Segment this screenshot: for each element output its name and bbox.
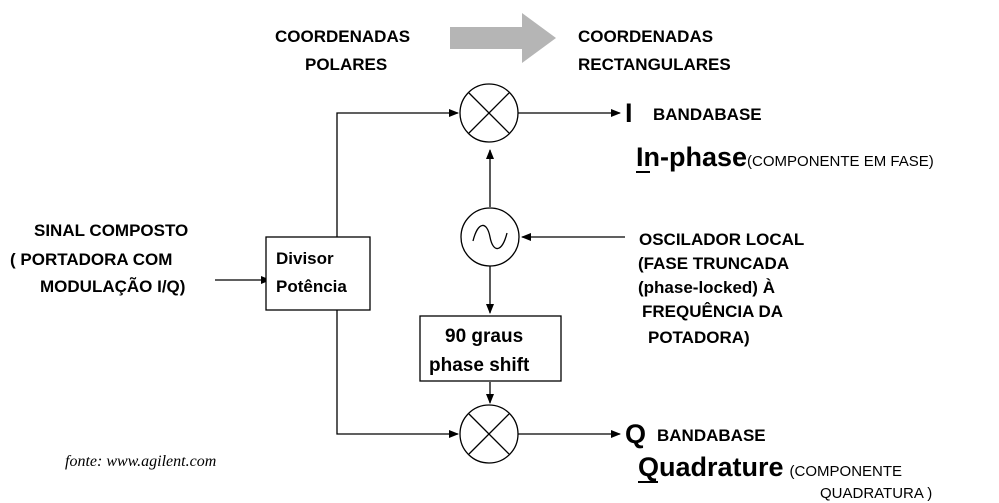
signal-wires xyxy=(215,109,625,438)
phase-shift-block xyxy=(419,315,562,382)
header-right-line1: COORDENADAS xyxy=(578,27,713,46)
oscillator-label-line2: (FASE TRUNCADA xyxy=(638,254,789,273)
i-output-big-text: In-phase xyxy=(636,142,747,172)
oscillator-label-line4: FREQUÊNCIA DA xyxy=(642,302,783,321)
local-oscillator-icon xyxy=(460,207,520,267)
header-right-line2: RECTANGULARES xyxy=(578,55,731,74)
conversion-arrow-icon xyxy=(450,13,556,63)
splitter-line1: Divisor xyxy=(276,249,334,268)
i-output-letter: I xyxy=(625,98,633,128)
header-left-line2: POLARES xyxy=(305,55,387,74)
input-label-line3: MODULAÇÃO I/Q) xyxy=(40,276,185,296)
oscillator-label-line5: POTADORA) xyxy=(648,328,750,347)
q-mixer-icon xyxy=(459,404,519,464)
input-label-line1: SINAL COMPOSTO xyxy=(34,221,188,240)
header-left-line1: COORDENADAS xyxy=(275,27,410,46)
i-mixer-icon xyxy=(459,83,519,143)
q-output-label: BANDABASE xyxy=(657,426,766,445)
oscillator-label-line1: OSCILADOR LOCAL xyxy=(639,230,804,249)
power-splitter-block xyxy=(265,236,371,311)
i-output-label: BANDABASE xyxy=(653,105,762,124)
splitter-line2: Potência xyxy=(276,277,347,296)
oscillator-label-line3: (phase-locked) À xyxy=(638,278,775,297)
q-output-note-line2: QUADRATURA ) xyxy=(820,485,932,502)
phase-shift-line1: 90 graus xyxy=(445,326,523,347)
input-label-line2: ( PORTADORA COM xyxy=(10,250,172,269)
i-output-note: (COMPONENTE EM FASE) xyxy=(747,153,934,170)
source-credit: fonte: www.agilent.com xyxy=(65,453,216,470)
q-output-note-line1: (COMPONENTE xyxy=(790,463,903,480)
phase-shift-line2: phase shift xyxy=(429,355,530,376)
i-output-heading: In-phase(COMPONENTE EM FASE) xyxy=(636,142,934,172)
q-output-big-text: Quadrature xyxy=(638,452,784,482)
q-output-heading: Quadrature (COMPONENTE xyxy=(638,452,902,482)
q-output-letter: Q xyxy=(625,419,646,449)
